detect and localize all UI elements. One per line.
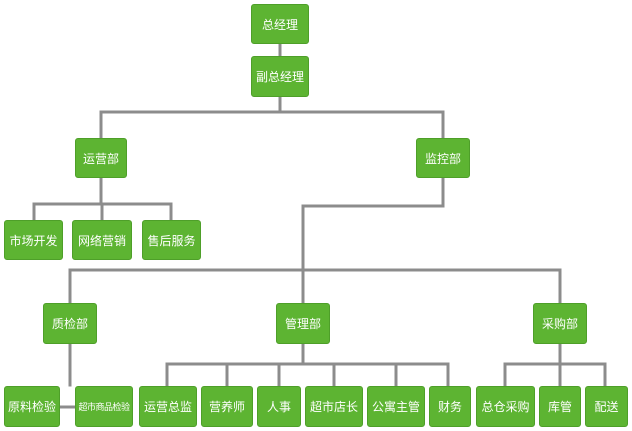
node-after-sales-service: 售后服务 <box>142 220 201 260</box>
node-supermarket-goods-inspection: 超市商品检验 <box>75 386 133 427</box>
node-quality-inspection-dept: 质检部 <box>43 303 97 344</box>
node-human-resources: 人事 <box>257 386 301 427</box>
node-general-manager: 总经理 <box>251 4 309 44</box>
node-management-dept: 管理部 <box>276 303 330 344</box>
node-raw-material-inspection: 原料检验 <box>4 386 60 427</box>
node-monitoring-dept: 监控部 <box>416 138 470 178</box>
node-store-manager: 超市店长 <box>305 386 363 427</box>
node-deputy-general-manager: 副总经理 <box>251 56 309 97</box>
node-warehouse-management: 库管 <box>539 386 581 427</box>
node-nutritionist: 营养师 <box>201 386 253 427</box>
node-central-purchasing: 总仓采购 <box>476 386 535 427</box>
node-operations-dept: 运营部 <box>75 138 127 178</box>
node-apartment-manager: 公寓主管 <box>367 386 425 427</box>
node-operations-supervisor: 运营总监 <box>139 386 197 427</box>
node-online-marketing: 网络营销 <box>72 220 132 260</box>
node-finance: 财务 <box>429 386 471 427</box>
node-purchasing-dept: 采购部 <box>533 303 587 344</box>
node-market-development: 市场开发 <box>4 220 63 260</box>
node-delivery: 配送 <box>585 386 628 427</box>
